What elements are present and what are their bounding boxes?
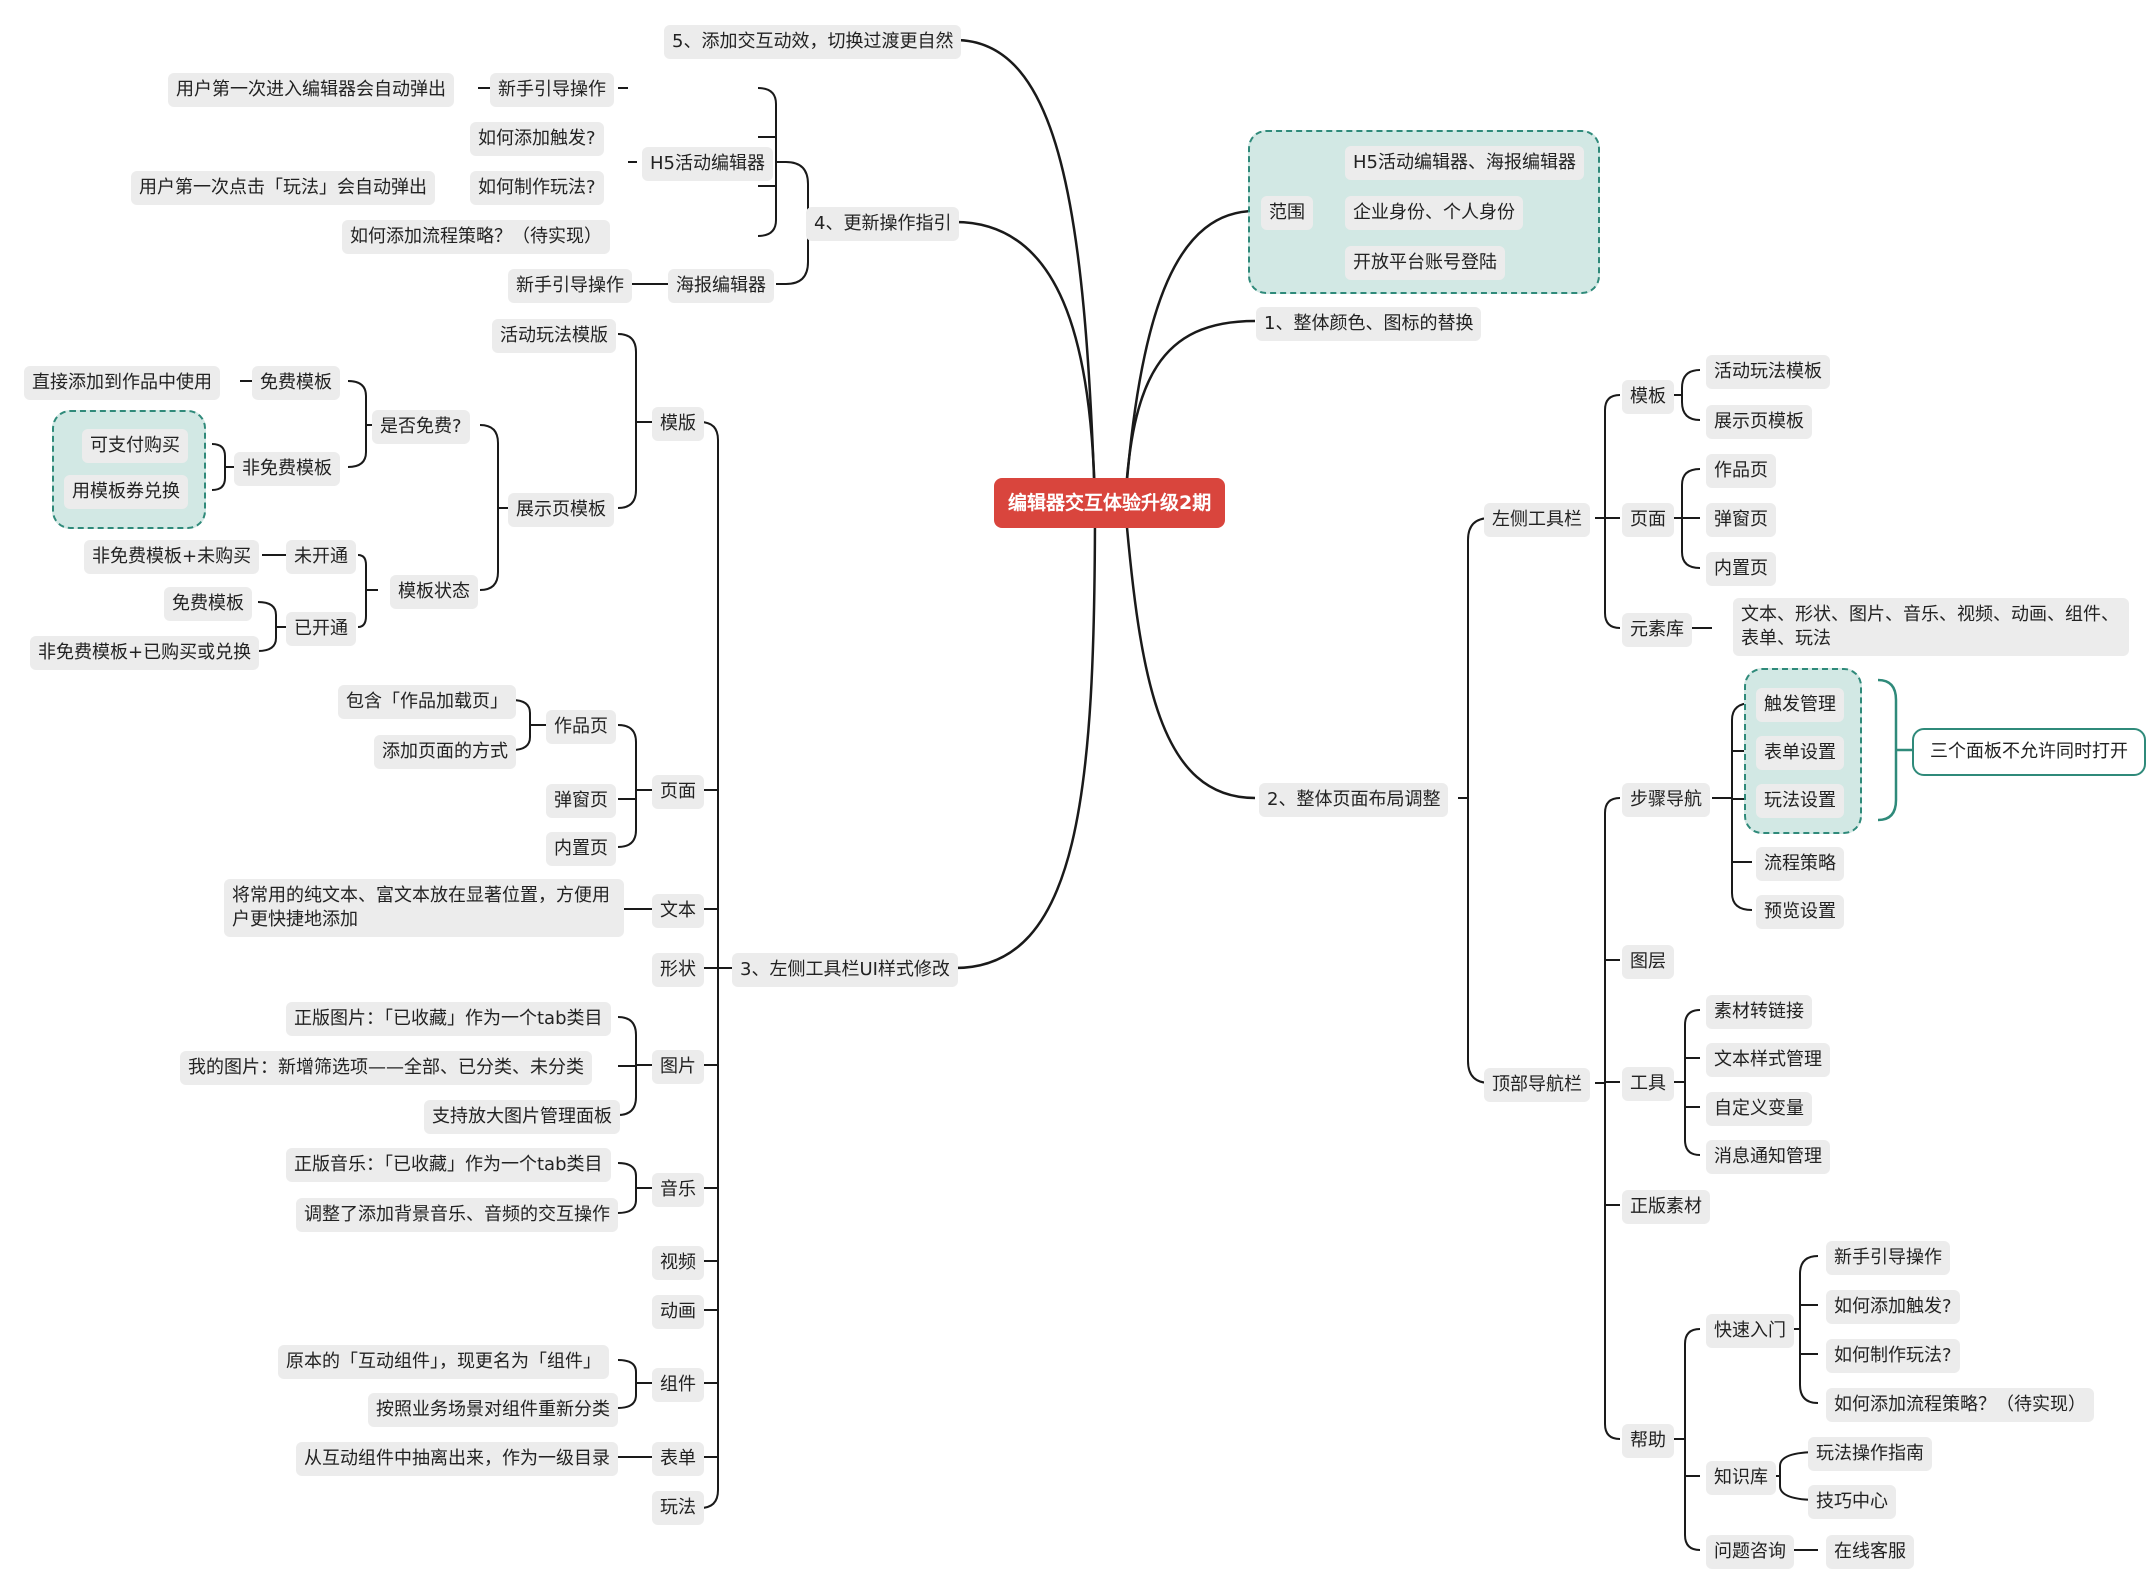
h5-guide[interactable]: 新手引导操作: [490, 73, 614, 107]
template-display[interactable]: 展示页模板: [508, 493, 614, 527]
steps-node[interactable]: 步骤导航: [1622, 783, 1710, 817]
template-voucher[interactable]: 用模板券兑换: [64, 475, 188, 509]
root-topic[interactable]: 编辑器交互体验升级2期: [994, 478, 1226, 528]
steps-item[interactable]: 玩法设置: [1756, 784, 1844, 818]
template-opened[interactable]: 已开通: [286, 612, 356, 646]
kb-item[interactable]: 技巧中心: [1808, 1485, 1896, 1519]
music-item[interactable]: 正版音乐：「已收藏」作为一个tab类目: [286, 1148, 611, 1182]
steps-item[interactable]: 预览设置: [1756, 895, 1844, 929]
template-status[interactable]: 模板状态: [390, 575, 478, 609]
paid-group: [52, 410, 206, 529]
branch-color[interactable]: 1、整体颜色、图标的替换: [1256, 307, 1482, 341]
ask-node[interactable]: 问题咨询: [1706, 1535, 1794, 1569]
form-note[interactable]: 从互动组件中抽离出来，作为一级目录: [296, 1442, 618, 1476]
b3-video[interactable]: 视频: [652, 1246, 704, 1280]
template-opened-a[interactable]: 免费模板: [164, 587, 252, 621]
page-works[interactable]: 作品页: [546, 710, 616, 744]
h5-guide-note[interactable]: 用户第一次进入编辑器会自动弹出: [168, 73, 454, 107]
page-builtin[interactable]: 内置页: [546, 832, 616, 866]
b3-comp[interactable]: 组件: [652, 1368, 704, 1402]
tools-item[interactable]: 自定义变量: [1706, 1092, 1812, 1126]
quick-start-node[interactable]: 快速入门: [1706, 1314, 1794, 1348]
scope-item[interactable]: 企业身份、个人身份: [1345, 196, 1523, 230]
tools-node[interactable]: 工具: [1622, 1067, 1674, 1101]
b3-page[interactable]: 页面: [652, 775, 704, 809]
comp-item[interactable]: 原本的「互动组件」，现更名为「组件」: [278, 1345, 609, 1379]
poster-editor-node[interactable]: 海报编辑器: [668, 269, 774, 303]
template-closed-note[interactable]: 非免费模板+未购买: [84, 540, 260, 574]
quick-item[interactable]: 如何制作玩法?: [1826, 1339, 1960, 1373]
h5-play[interactable]: 如何制作玩法?: [470, 171, 604, 205]
template-closed[interactable]: 未开通: [286, 540, 356, 574]
poster-guide[interactable]: 新手引导操作: [508, 269, 632, 303]
toolbar-page-item[interactable]: 作品页: [1706, 454, 1776, 488]
branch-b4[interactable]: 4、更新操作指引: [806, 207, 960, 241]
tools-item[interactable]: 消息通知管理: [1706, 1140, 1830, 1174]
b3-text[interactable]: 文本: [652, 894, 704, 928]
toolbar-template-item[interactable]: 活动玩法模板: [1706, 355, 1830, 389]
left-toolbar-node[interactable]: 左侧工具栏: [1484, 503, 1590, 537]
tools-item[interactable]: 文本样式管理: [1706, 1043, 1830, 1077]
tools-item[interactable]: 素材转链接: [1706, 995, 1812, 1029]
template-free-note[interactable]: 直接添加到作品中使用: [24, 366, 220, 400]
steps-item[interactable]: 触发管理: [1756, 688, 1844, 722]
page-popup[interactable]: 弹窗页: [546, 784, 616, 818]
steps-note[interactable]: 三个面板不允许同时打开: [1912, 728, 2146, 776]
quick-item[interactable]: 如何添加流程策略？（待实现）: [1826, 1388, 2094, 1422]
quick-item[interactable]: 新手引导操作: [1826, 1241, 1950, 1275]
steps-item[interactable]: 表单设置: [1756, 736, 1844, 770]
help-node[interactable]: 帮助: [1622, 1424, 1674, 1458]
page-works-a[interactable]: 包含「作品加载页」: [338, 685, 516, 719]
h5-flow[interactable]: 如何添加流程策略？（待实现）: [342, 220, 610, 254]
kb-node[interactable]: 知识库: [1706, 1461, 1776, 1495]
h5-editor-node[interactable]: H5活动编辑器: [642, 147, 773, 181]
branch-layout[interactable]: 2、整体页面布局调整: [1259, 783, 1449, 817]
scope-item[interactable]: 开放平台账号登陆: [1345, 246, 1505, 280]
b3-music[interactable]: 音乐: [652, 1173, 704, 1207]
branch-b5[interactable]: 5、添加交互动效，切换过渡更自然: [664, 25, 962, 59]
template-opened-b[interactable]: 非免费模板+已购买或兑换: [30, 636, 260, 670]
layers-node[interactable]: 图层: [1622, 945, 1674, 979]
image-item[interactable]: 正版图片：「已收藏」作为一个tab类目: [286, 1002, 611, 1036]
h5-play-note[interactable]: 用户第一次点击「玩法」会自动弹出: [131, 171, 435, 205]
licensed-node[interactable]: 正版素材: [1622, 1190, 1710, 1224]
branch-b3[interactable]: 3、左侧工具栏UI样式修改: [732, 953, 958, 987]
page-works-b[interactable]: 添加页面的方式: [374, 735, 516, 769]
kb-item[interactable]: 玩法操作指南: [1808, 1437, 1932, 1471]
ask-item[interactable]: 在线客服: [1826, 1535, 1914, 1569]
template-activity[interactable]: 活动玩法模版: [492, 319, 616, 353]
top-nav-node[interactable]: 顶部导航栏: [1484, 1068, 1590, 1102]
b3-anim[interactable]: 动画: [652, 1295, 704, 1329]
steps-item[interactable]: 流程策略: [1756, 847, 1844, 881]
h5-trigger[interactable]: 如何添加触发?: [470, 122, 604, 156]
text-note[interactable]: 将常用的纯文本、富文本放在显著位置，方便用户更快捷地添加: [224, 879, 624, 937]
b3-image[interactable]: 图片: [652, 1050, 704, 1084]
template-pay[interactable]: 可支付购买: [82, 429, 188, 463]
toolbar-page-item[interactable]: 内置页: [1706, 552, 1776, 586]
b3-template[interactable]: 模版: [652, 407, 704, 441]
image-item[interactable]: 支持放大图片管理面板: [424, 1100, 620, 1134]
music-item[interactable]: 调整了添加背景音乐、音频的交互操作: [296, 1198, 618, 1232]
scope-label[interactable]: 范围: [1261, 196, 1313, 230]
b3-play[interactable]: 玩法: [652, 1491, 704, 1525]
toolbar-elements-text[interactable]: 文本、形状、图片、音乐、视频、动画、组件、表单、玩法: [1733, 598, 2129, 656]
template-nonfree[interactable]: 非免费模板: [234, 452, 340, 486]
comp-item[interactable]: 按照业务场景对组件重新分类: [368, 1393, 618, 1427]
toolbar-template-item[interactable]: 展示页模板: [1706, 405, 1812, 439]
toolbar-page-item[interactable]: 弹窗页: [1706, 503, 1776, 537]
image-item[interactable]: 我的图片：新增筛选项——全部、已分类、未分类: [180, 1051, 592, 1085]
toolbar-page[interactable]: 页面: [1622, 503, 1674, 537]
toolbar-template[interactable]: 模板: [1622, 380, 1674, 414]
toolbar-elements[interactable]: 元素库: [1622, 613, 1692, 647]
template-free-q[interactable]: 是否免费?: [372, 410, 470, 444]
quick-item[interactable]: 如何添加触发?: [1826, 1290, 1960, 1324]
b3-shape[interactable]: 形状: [652, 953, 704, 987]
template-free[interactable]: 免费模板: [252, 366, 340, 400]
b3-form[interactable]: 表单: [652, 1442, 704, 1476]
scope-item[interactable]: H5活动编辑器、海报编辑器: [1345, 146, 1584, 180]
